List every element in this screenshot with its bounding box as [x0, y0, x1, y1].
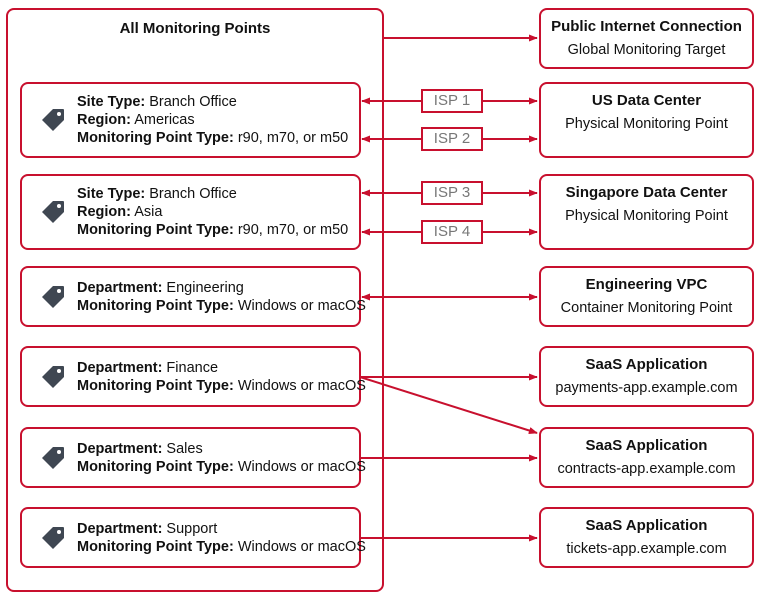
criteria-line: Region: Americas: [77, 111, 348, 129]
criteria-key: Region:: [77, 112, 131, 128]
criteria-key: Monitoring Point Type:: [77, 458, 234, 475]
target-subtitle: contracts-app.example.com: [557, 461, 736, 477]
isp-label: ISP 2: [421, 127, 483, 151]
criteria-value: Windows or macOS: [233, 538, 366, 555]
criteria-key: Monitoring Point Type:: [77, 377, 234, 394]
criteria-line: Department: Engineering: [77, 279, 366, 297]
criteria-key: Site Type:: [77, 94, 146, 110]
target-box-payments: SaaS Application payments-app.example.com: [539, 346, 754, 407]
tag-icon: [42, 365, 64, 388]
tag-icon: [42, 109, 64, 131]
criteria-value: Sales: [162, 440, 203, 457]
isp-label: ISP 4: [421, 220, 483, 244]
tag-icon: [42, 446, 64, 469]
target-title: SaaS Application: [585, 517, 708, 534]
criteria-value: Windows or macOS: [233, 377, 366, 394]
isp-label: ISP 1: [421, 89, 483, 113]
target-subtitle: payments-app.example.com: [555, 380, 738, 396]
tag-icon: [42, 285, 64, 308]
criteria-value: Americas: [130, 112, 195, 128]
criteria-line: Region: Asia: [77, 203, 348, 221]
criteria-line: Monitoring Point Type: r90, m70, or m50: [77, 221, 348, 239]
criteria-key: Site Type:: [77, 186, 146, 202]
criteria-key: Monitoring Point Type:: [77, 297, 234, 314]
arrow-finance-contracts: [359, 376, 538, 434]
target-box-engineering-vpc: Engineering VPC Container Monitoring Poin…: [539, 266, 754, 327]
container-title: All Monitoring Points: [119, 20, 271, 37]
criteria-value: Engineering: [162, 279, 244, 296]
criteria-line: Department: Finance: [77, 359, 366, 377]
criteria-value: Branch Office: [145, 186, 237, 202]
criteria-key: Monitoring Point Type:: [77, 538, 234, 555]
criteria-key: Department:: [77, 359, 163, 376]
criteria-value: Asia: [130, 204, 163, 220]
target-title: US Data Center: [591, 92, 702, 109]
target-title: SaaS Application: [585, 437, 708, 454]
criteria-line: Site Type: Branch Office: [77, 185, 348, 203]
criteria-key: Monitoring Point Type:: [77, 222, 234, 238]
criteria-line: Monitoring Point Type: Windows or macOS: [77, 297, 366, 315]
tag-icon: [42, 526, 64, 549]
target-subtitle: Global Monitoring Target: [567, 42, 726, 58]
criteria-line: Department: Sales: [77, 440, 366, 458]
criteria-line: Monitoring Point Type: Windows or macOS: [77, 458, 366, 476]
criteria-value: r90, m70, or m50: [233, 222, 349, 238]
target-box-tickets: SaaS Application tickets-app.example.com: [539, 507, 754, 568]
criteria-line: Monitoring Point Type: r90, m70, or m50: [77, 129, 348, 147]
criteria-value: Finance: [162, 359, 219, 376]
target-box-contracts: SaaS Application contracts-app.example.co…: [539, 427, 754, 488]
criteria-key: Department:: [77, 279, 163, 296]
criteria-value: Windows or macOS: [233, 297, 366, 314]
target-subtitle: tickets-app.example.com: [566, 541, 727, 557]
target-subtitle: Physical Monitoring Point: [565, 208, 728, 224]
target-subtitle: Container Monitoring Point: [560, 300, 733, 316]
criteria-line: Monitoring Point Type: Windows or macOS: [77, 377, 366, 395]
isp-label: ISP 3: [421, 181, 483, 205]
criteria-key: Region:: [77, 204, 131, 220]
target-subtitle: Physical Monitoring Point: [565, 116, 728, 132]
criteria-line: Department: Support: [77, 520, 366, 538]
criteria-key: Monitoring Point Type:: [77, 130, 234, 146]
criteria-line: Monitoring Point Type: Windows or macOS: [77, 538, 366, 556]
criteria-value: Branch Office: [145, 94, 237, 110]
criteria-line: Site Type: Branch Office: [77, 93, 348, 111]
criteria-value: r90, m70, or m50: [233, 130, 349, 146]
criteria-value: Windows or macOS: [233, 458, 366, 475]
target-title: Engineering VPC: [585, 276, 708, 293]
target-title: SaaS Application: [585, 356, 708, 373]
criteria-key: Department:: [77, 520, 163, 537]
tag-icon: [42, 201, 64, 223]
target-title: Singapore Data Center: [565, 184, 728, 201]
target-title: Public Internet Connection: [551, 18, 742, 35]
criteria-key: Department:: [77, 440, 163, 457]
criteria-value: Support: [162, 520, 218, 537]
all-monitoring-points-container: All Monitoring Points: [6, 8, 384, 592]
